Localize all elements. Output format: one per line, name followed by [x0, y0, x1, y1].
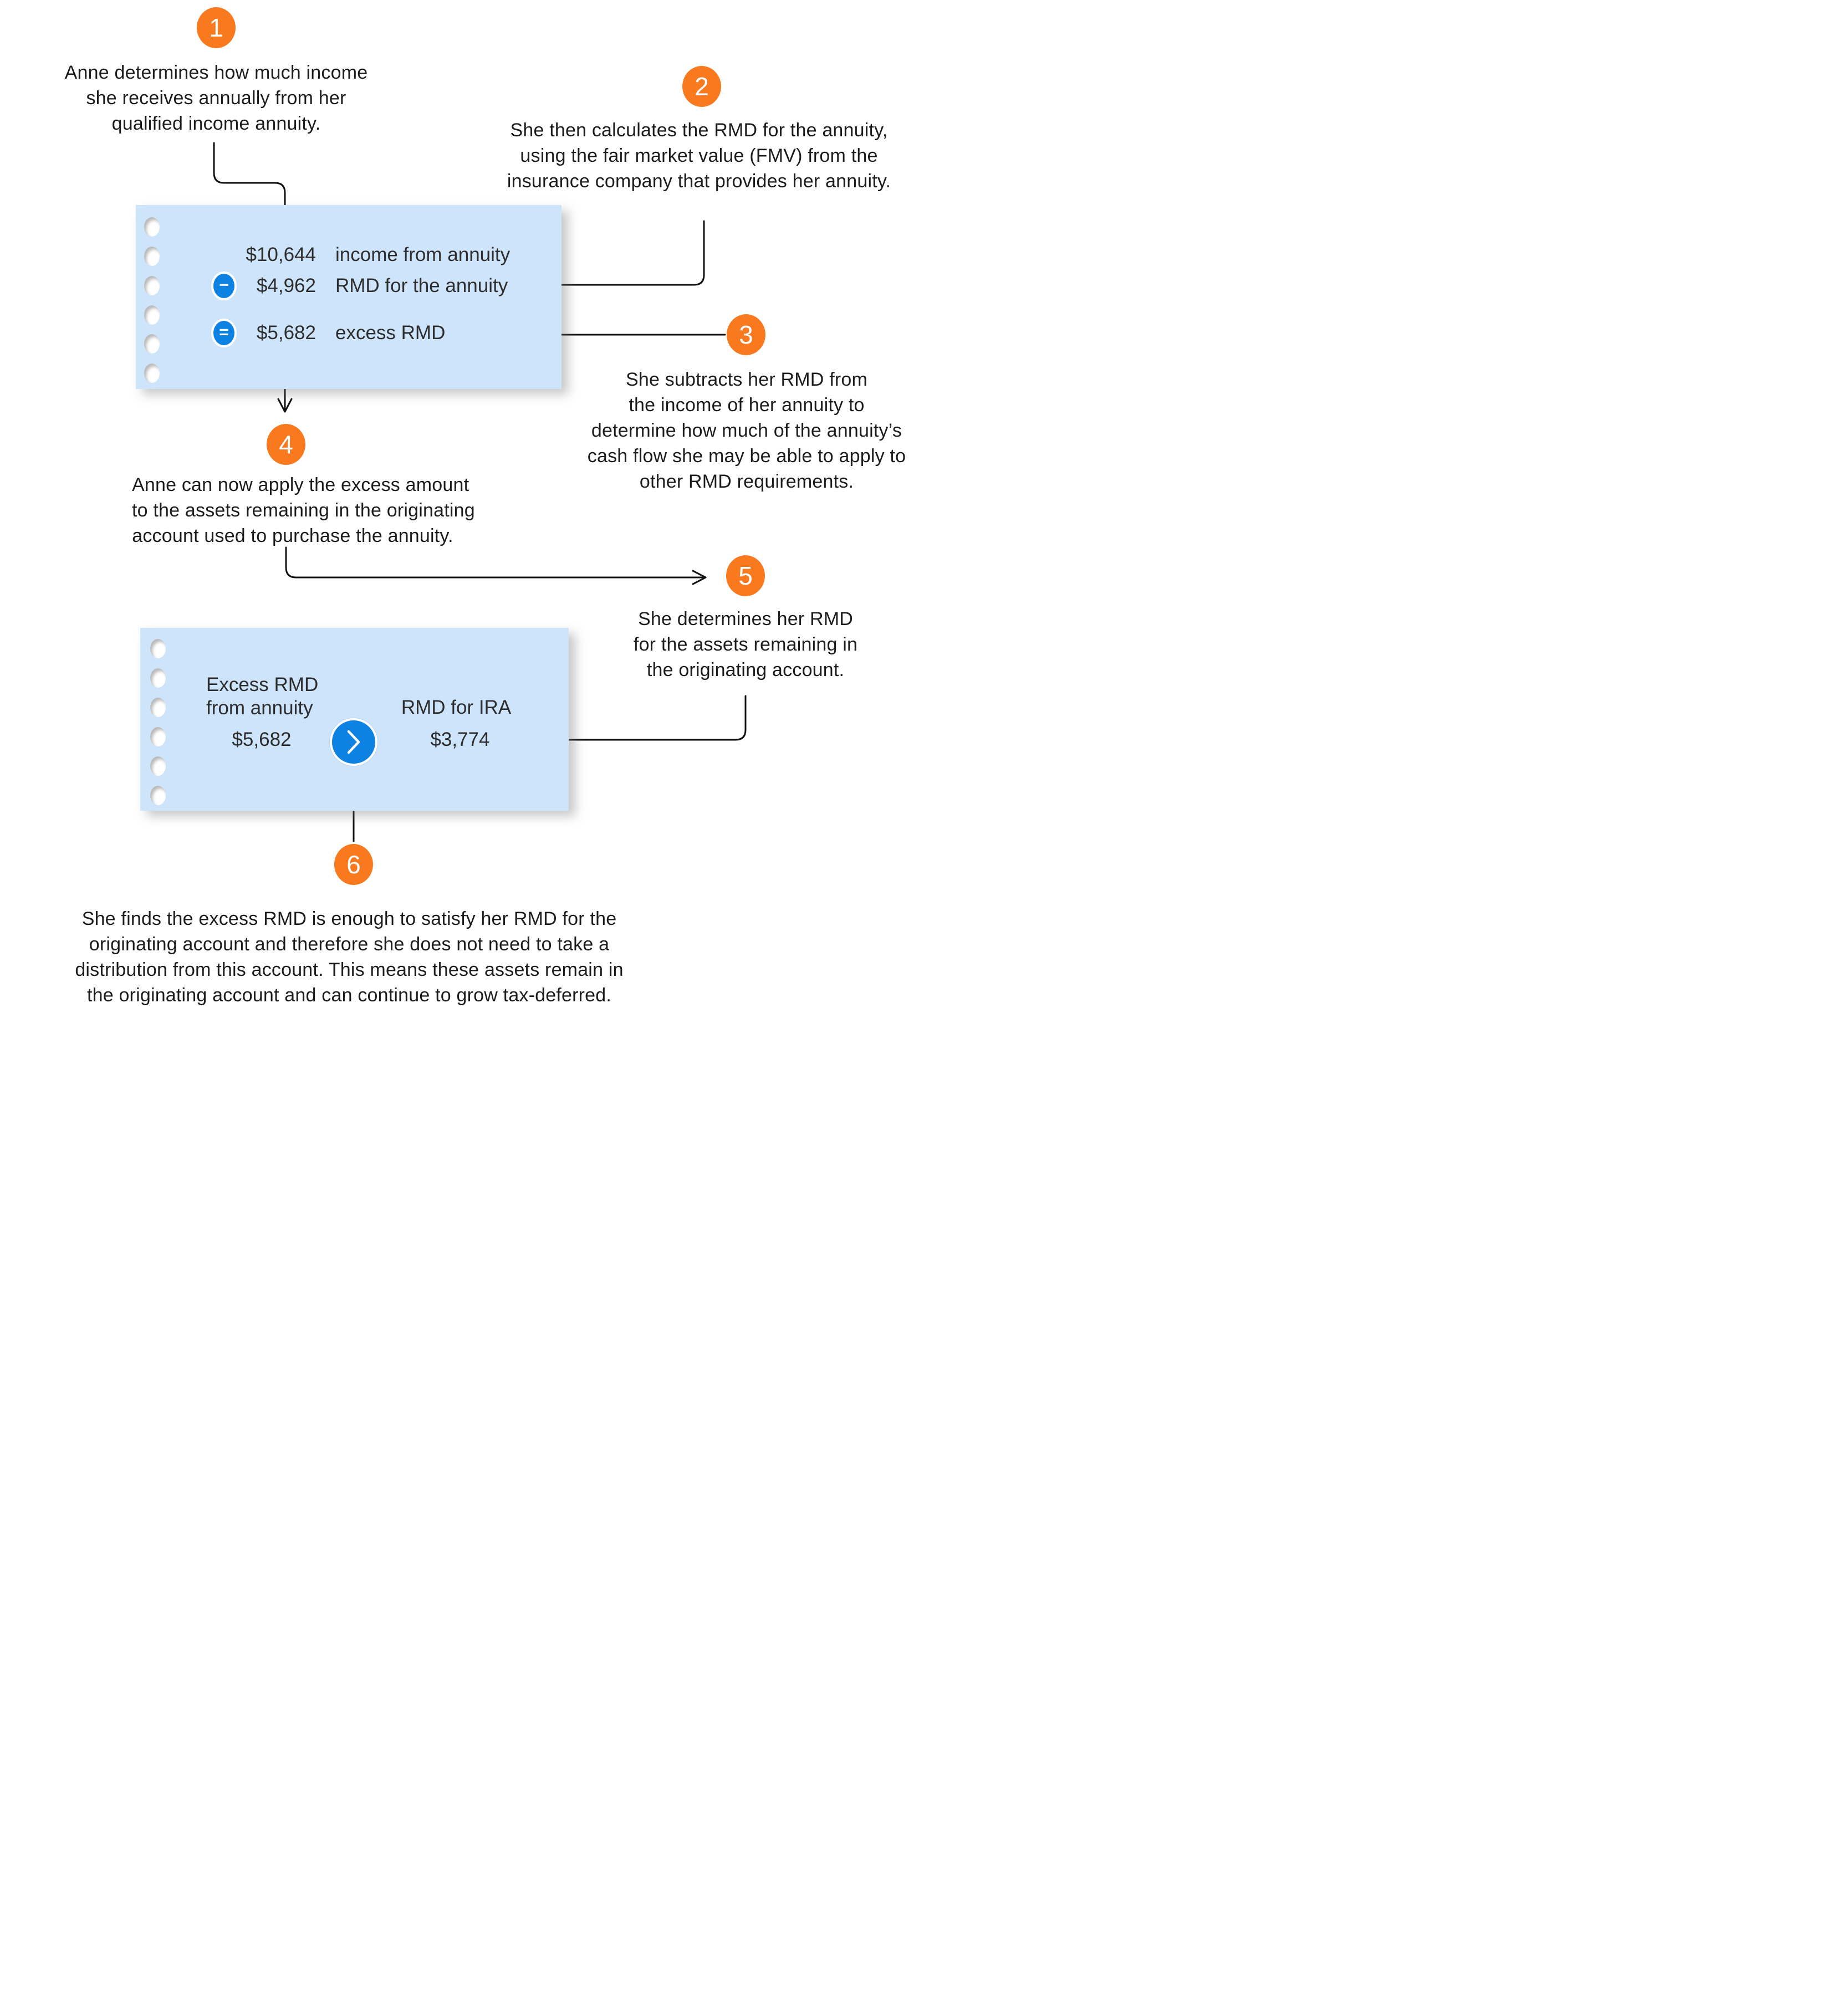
step-5-line: for the assets remaining in [633, 634, 858, 655]
rmd-comparison-card: Excess RMD from annuity RMD for IRA $5,6… [140, 628, 569, 811]
step-6-description: She finds the excess RMD is enough to sa… [33, 906, 665, 1008]
step-3-marker: 3 [727, 314, 765, 355]
step-1-number: 1 [209, 13, 223, 42]
income-from-annuity-label: income from annuity [335, 244, 511, 265]
step-2-description: She then calculates the RMD for the annu… [469, 117, 924, 194]
excess-rmd-label-line: Excess RMD [206, 674, 319, 695]
step-5-line: the originating account. [646, 659, 845, 680]
step-3-line: other RMD requirements. [639, 471, 854, 492]
excess-rmd-from-annuity-label: Excess RMD from annuity [206, 673, 318, 720]
step-6-line: originating account and therefore she do… [89, 934, 610, 955]
step-5-line: She determines her RMD [638, 608, 853, 630]
step-6-line: the originating account and can continue… [86, 985, 612, 1006]
minus-icon: − [219, 276, 229, 294]
step-2-line: She then calculates the RMD for the annu… [510, 120, 888, 141]
step-4-marker: 4 [267, 424, 305, 465]
step-4-line: to the assets remaining in the originati… [132, 500, 475, 521]
step-3-description: She subtracts her RMD from the income of… [569, 367, 924, 494]
rmd-for-ira-label: RMD for IRA [401, 697, 512, 718]
punch-hole [144, 364, 160, 383]
step-4-number: 4 [279, 430, 293, 459]
step-6-line: distribution from this account. This mea… [75, 959, 624, 980]
step-2-marker: 2 [682, 66, 721, 107]
excess-rmd-label: excess RMD [335, 322, 446, 344]
excess-rmd-amount: $5,682 [232, 729, 292, 750]
punch-hole [150, 698, 166, 717]
equals-badge: = [211, 319, 237, 347]
chevron-right-icon [347, 730, 360, 754]
arrow-step4-to-step5-head [692, 570, 707, 585]
punch-hole [150, 668, 166, 688]
rmd-annuity-infographic: 1 2 3 4 5 6 Anne determines how much inc… [0, 0, 924, 1008]
step-6-number: 6 [346, 850, 361, 879]
punch-hole [150, 756, 166, 776]
step-1-line: Anne determines how much income [64, 62, 368, 83]
step-2-line: insurance company that provides her annu… [507, 171, 891, 192]
step-1-marker: 1 [197, 7, 236, 48]
greater-than-circle [330, 718, 377, 766]
minus-badge: − [211, 272, 237, 300]
step-6-marker: 6 [334, 844, 373, 885]
step-4-line: account used to purchase the annuity. [132, 525, 453, 546]
punch-hole [144, 334, 160, 354]
step-5-marker: 5 [726, 555, 765, 596]
step-3-line: determine how much of the annuity’s [591, 420, 902, 441]
excess-rmd-label-line: from annuity [206, 697, 313, 719]
excess-rmd-value: $5,682 [256, 322, 316, 344]
step-3-number: 3 [739, 320, 753, 349]
step-1-line: she receives annually from her [86, 88, 346, 109]
punch-hole [150, 639, 166, 658]
punch-hole [150, 786, 166, 805]
step-3-line: She subtracts her RMD from [626, 369, 867, 390]
step-2-number: 2 [695, 72, 709, 101]
step-2-line: using the fair market value (FMV) from t… [520, 145, 878, 166]
step-6-line: She finds the excess RMD is enough to sa… [81, 908, 617, 929]
equals-icon: = [219, 323, 229, 341]
punch-hole [144, 247, 160, 266]
arrow-card1-to-step4-head [277, 398, 293, 413]
punch-hole [144, 217, 160, 237]
step-3-line: the income of her annuity to [629, 395, 865, 416]
punch-hole [144, 305, 160, 325]
rmd-for-annuity-value: $4,962 [256, 275, 316, 296]
step-1-line: qualified income annuity. [111, 113, 321, 134]
annuity-calculation-card: $10,644 income from annuity − $4,962 RMD… [136, 205, 561, 389]
rmd-for-annuity-label: RMD for the annuity [335, 275, 508, 296]
step-1-description: Anne determines how much income she rece… [50, 60, 382, 136]
rmd-for-ira-amount: $3,774 [430, 729, 490, 750]
step-4-description: Anne can now apply the excess amount to … [132, 472, 475, 549]
step-5-number: 5 [738, 561, 753, 590]
step-3-line: cash flow she may be able to apply to [587, 446, 906, 467]
income-from-annuity-value: $10,644 [246, 244, 316, 265]
step-5-description: She determines her RMD for the assets re… [579, 606, 912, 683]
punch-hole [144, 276, 160, 295]
punch-hole [150, 727, 166, 746]
step-4-line: Anne can now apply the excess amount [132, 474, 469, 495]
arrow-step4-to-step5 [285, 546, 705, 579]
